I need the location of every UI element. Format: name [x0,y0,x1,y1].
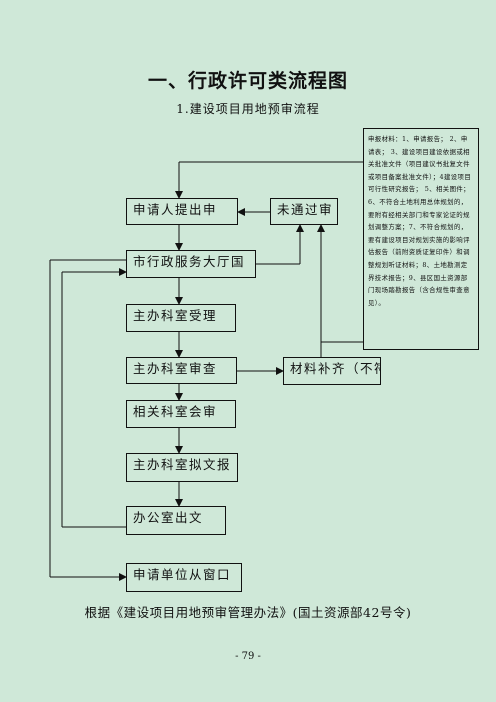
application-materials-note: 申报材料：1、申请报告； 2、申请表； 3、建设项目建设依据或相关批准文件（项目… [363,128,479,350]
step-joint: 相关科室会审 [126,400,236,428]
step-review: 主办科室审查 [126,357,237,384]
page-title: 一、行政许可类流程图 [147,70,348,92]
page-number: - 79 - [235,651,261,662]
page-subtitle: 1.建设项目用地预审流程 [176,102,320,116]
step-draft: 主办科室拟文报 [126,453,238,482]
step-rejected: 未通过审 [270,198,338,225]
regulation-reference: 根据《建设项目用地预审管理办法》(国土资源部42号令) [84,605,412,620]
step-apply: 申请人提出申 [126,198,238,225]
step-hall: 市行政服务大厅国 [126,250,256,278]
step-window: 申请单位从窗口 [126,563,242,592]
step-office: 办公室出文 [126,506,226,535]
step-supplement: 材料补齐（不符 [283,357,381,385]
step-accept: 主办科室受理 [126,304,236,332]
